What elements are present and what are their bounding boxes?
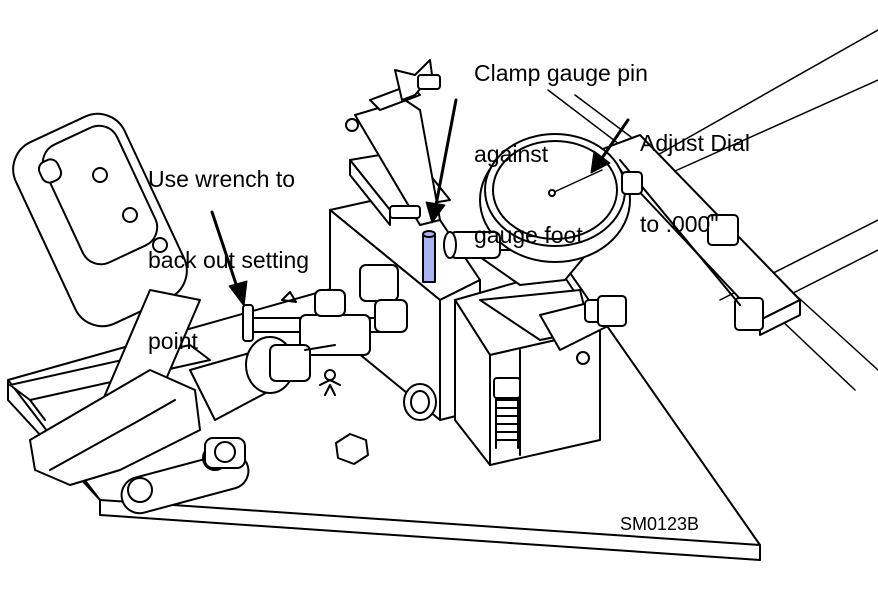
figure-id: SM0123B [620,514,700,534]
wrench-arrowhead [228,280,248,307]
right-rail-block [599,134,801,336]
leader-arrows [210,98,630,307]
wrench-callout: Use wrench to back out setting point [148,112,309,382]
dial-callout-line-2: to .000" [640,211,719,237]
toggle-clamp [12,112,336,486]
clamp-callout-line-3: gauge foot [474,222,583,248]
dial-callout-line-1: Adjust Dial [640,130,750,156]
dial-arrowhead [590,150,611,174]
gauge-pin [422,230,436,283]
clamp-leader-line [434,98,458,207]
wrench-leader-line [210,210,240,292]
dial-leader-line [600,118,630,160]
clamp-arrowhead [425,201,446,224]
wrench-callout-line-1: Use wrench to [148,166,296,192]
dial-callout: Adjust Dial to .000" [640,76,750,265]
clamp-callout: Clamp gauge pin against gauge foot [474,6,648,276]
dial-needle [551,169,603,194]
clamp-callout-line-1: Clamp gauge pin [474,60,648,86]
wrench-callout-line-3: point [148,328,198,354]
wrench-callout-line-2: back out setting [148,247,310,273]
base-fasteners [120,383,437,515]
lower-swing-clamp [479,289,627,365]
clamp-callout-line-2: against [474,141,549,167]
spring-screw [493,377,521,449]
upper-swing-clamp [345,59,441,226]
setting-point-assembly [242,264,408,396]
